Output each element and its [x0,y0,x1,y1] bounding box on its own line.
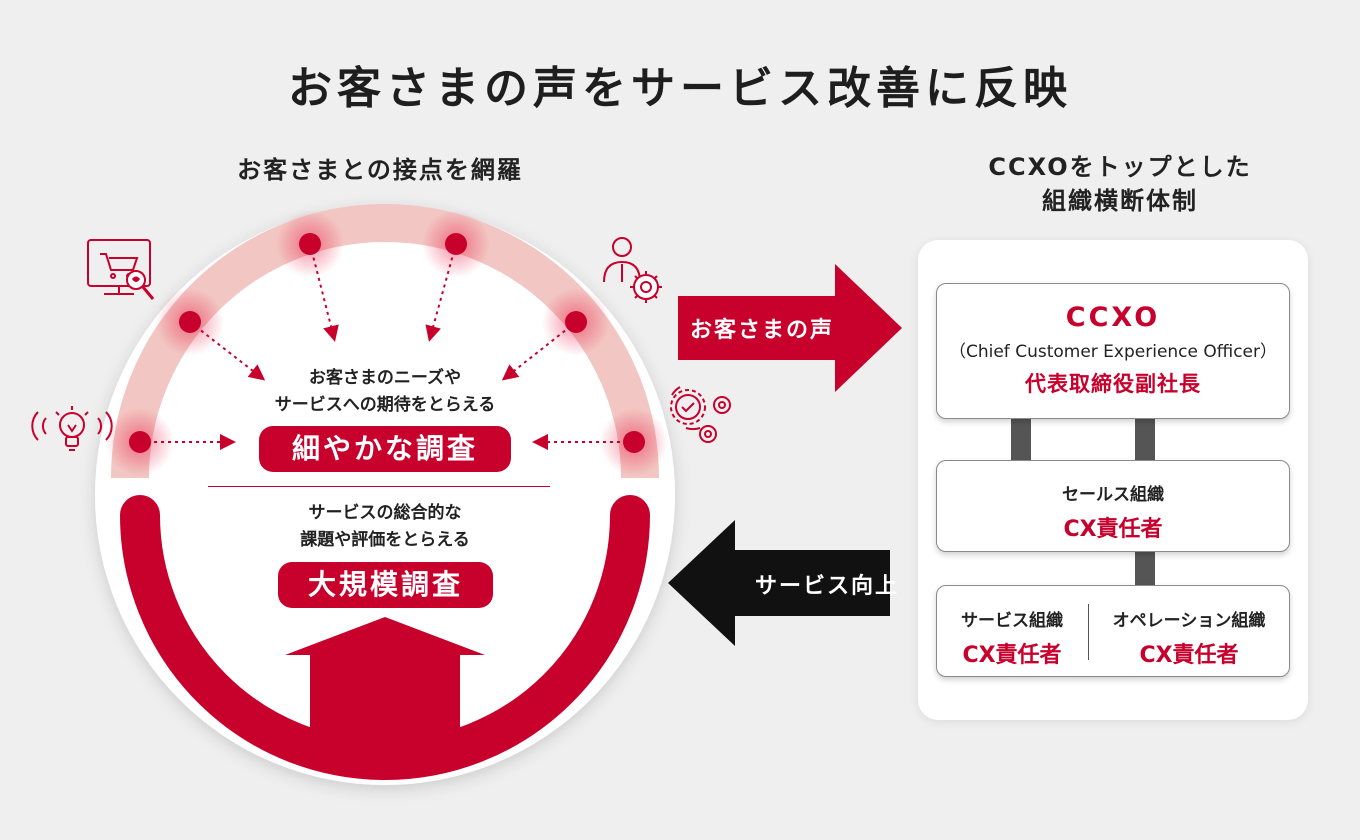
improve-arrow [668,520,890,646]
operation-dept: オペレーション組織 [1112,611,1266,631]
org-connector [1011,418,1031,462]
ccxo-box: CCXO （Chief Customer Experience Officer）… [936,283,1290,419]
contact-dot [179,311,201,333]
upper-description-line-1: お客さまのニーズや [308,368,462,388]
contact-dot [299,233,321,255]
ccxo-title: CCXO [1065,302,1161,333]
ccxo-role: 代表取締役副社長 [1025,372,1201,396]
contact-dot [129,431,151,453]
up-arrow [285,617,485,760]
right-heading-line-2: 組織横断体制 [1042,187,1198,215]
ccxo-subtitle: （Chief Customer Experience Officer） [948,342,1277,362]
upper-description-line-2: サービスへの期待をとらえる [274,395,496,415]
sales-role: CX責任者 [1063,517,1163,542]
page-title: お客さまの声をサービス改善に反映 [288,63,1072,114]
operation-org: オペレーション組織 CX責任者 [1089,606,1289,669]
lower-description-line-2: 課題や評価をとらえる [300,530,470,550]
gears-check-icon [670,386,731,443]
lower-description-line-1: サービスの総合的な [308,503,462,523]
contact-dot [445,233,467,255]
contact-dot [623,431,645,453]
improve-arrow-label: サービス向上 [755,574,900,599]
detailed-survey-pill: 細やかな調査 [259,426,511,472]
voice-arrow-label: お客さまの声 [690,318,835,343]
lower-description: サービスの総合的な 課題や評価をとらえる [220,500,550,554]
large-survey-pill: 大規模調査 [278,562,493,608]
voice-arrow [678,264,902,392]
shopping-cart-monitor-icon [87,239,155,300]
left-heading: お客さまとの接点を網羅 [237,156,523,184]
service-dept: サービス組織 [961,611,1063,631]
service-role: CX責任者 [962,643,1062,668]
right-heading: CCXOをトップとした 組織横断体制 [930,150,1310,218]
service-org: サービス組織 CX責任者 [937,606,1087,669]
circle-divider [208,486,550,487]
bottom-box-divider [1088,604,1089,660]
service-operation-box: サービス組織 CX責任者 オペレーション組織 CX責任者 [936,585,1290,677]
sales-dept: セールス組織 [1062,485,1164,505]
org-connector [1135,550,1155,586]
lightbulb-icon [31,406,113,451]
operation-role: CX責任者 [1139,643,1239,668]
right-heading-line-1: CCXOをトップとした [988,153,1252,181]
support-person-gear-icon [603,237,662,303]
contact-dot [565,311,587,333]
sales-box: セールス組織 CX責任者 [936,460,1290,552]
org-connector [1135,418,1155,462]
upper-arc [111,204,659,479]
upper-description: お客さまのニーズや サービスへの期待をとらえる [220,365,550,419]
